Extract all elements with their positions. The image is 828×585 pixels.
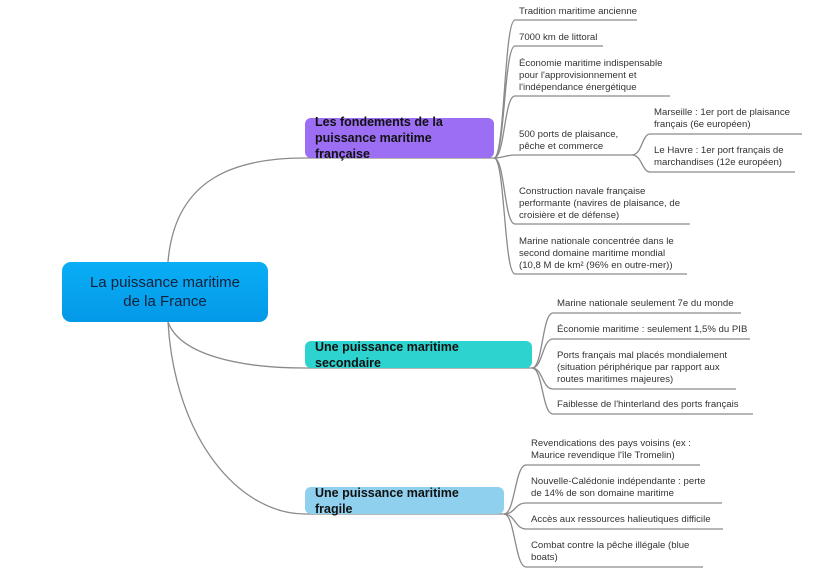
link-b1-leaf-3 xyxy=(493,95,670,159)
link-b3-leaf-2 xyxy=(503,502,722,515)
link-b2-leaf-2 xyxy=(531,338,750,369)
central-topic[interactable]: La puissance maritime de la France xyxy=(62,262,268,322)
leaf-ressources-halieutiques[interactable]: Accès aux ressources halieutiques diffic… xyxy=(531,514,711,525)
leaf-hinterland[interactable]: Faiblesse de l'hinterland des ports fran… xyxy=(557,399,739,410)
leaf-littoral[interactable]: 7000 km de littoral xyxy=(519,32,598,43)
leaf-nouvelle-caledonie[interactable]: Nouvelle-Calédonie indépendante : perte … xyxy=(531,476,706,499)
link-b2-leaf-4 xyxy=(531,367,753,415)
branch-fragile[interactable]: Une puissance maritime fragile xyxy=(305,486,504,516)
link-b3-leaf-3 xyxy=(503,513,723,530)
link-b3-leaf-1 xyxy=(503,464,700,515)
link-b1-leaf-6 xyxy=(493,157,687,275)
leaf-economie-indispensable[interactable]: Économie maritime indispensable pour l'a… xyxy=(519,58,663,93)
sub-leaf-marseille[interactable]: Marseille : 1er port de plaisance frança… xyxy=(654,107,790,130)
leaf-marine-7e[interactable]: Marine nationale seulement 7e du monde xyxy=(557,298,734,309)
link-central-branch-3 xyxy=(167,321,306,515)
leaf-revendications[interactable]: Revendications des pays voisins (ex : Ma… xyxy=(531,438,691,461)
leaf-500-ports[interactable]: 500 ports de plaisance, pêche et commerc… xyxy=(519,129,619,152)
sub-leaf-le-havre[interactable]: Le Havre : 1er port français de marchand… xyxy=(654,145,784,168)
branch-secondaire[interactable]: Une puissance maritime secondaire xyxy=(305,340,532,370)
link-b3-leaf-4 xyxy=(503,513,703,568)
branch-fondements[interactable]: Les fondements de la puissance maritime … xyxy=(305,115,494,161)
leaf-construction-navale[interactable]: Construction navale française performant… xyxy=(519,186,681,221)
leaf-economie-pib[interactable]: Économie maritime : seulement 1,5% du PI… xyxy=(557,324,748,335)
link-central-branch-1 xyxy=(167,157,306,263)
leaf-marine-nationale[interactable]: Marine nationale concentrée dans le seco… xyxy=(519,236,674,271)
leaf-tradition-maritime[interactable]: Tradition maritime ancienne xyxy=(519,6,638,17)
leaf-peche-illegale[interactable]: Combat contre la pêche illégale (blue bo… xyxy=(531,540,690,563)
link-sub-leaf-1 xyxy=(631,133,802,156)
link-b1-leaf-2 xyxy=(493,45,603,159)
link-b1-leaf-4 xyxy=(493,154,632,159)
link-b1-leaf-5 xyxy=(493,157,690,225)
link-central-branch-2 xyxy=(167,321,306,369)
link-b2-leaf-1 xyxy=(531,312,741,369)
link-sub-leaf-2 xyxy=(631,154,795,173)
leaf-ports-mal-places[interactable]: Ports français mal placés mondialement (… xyxy=(557,350,728,385)
